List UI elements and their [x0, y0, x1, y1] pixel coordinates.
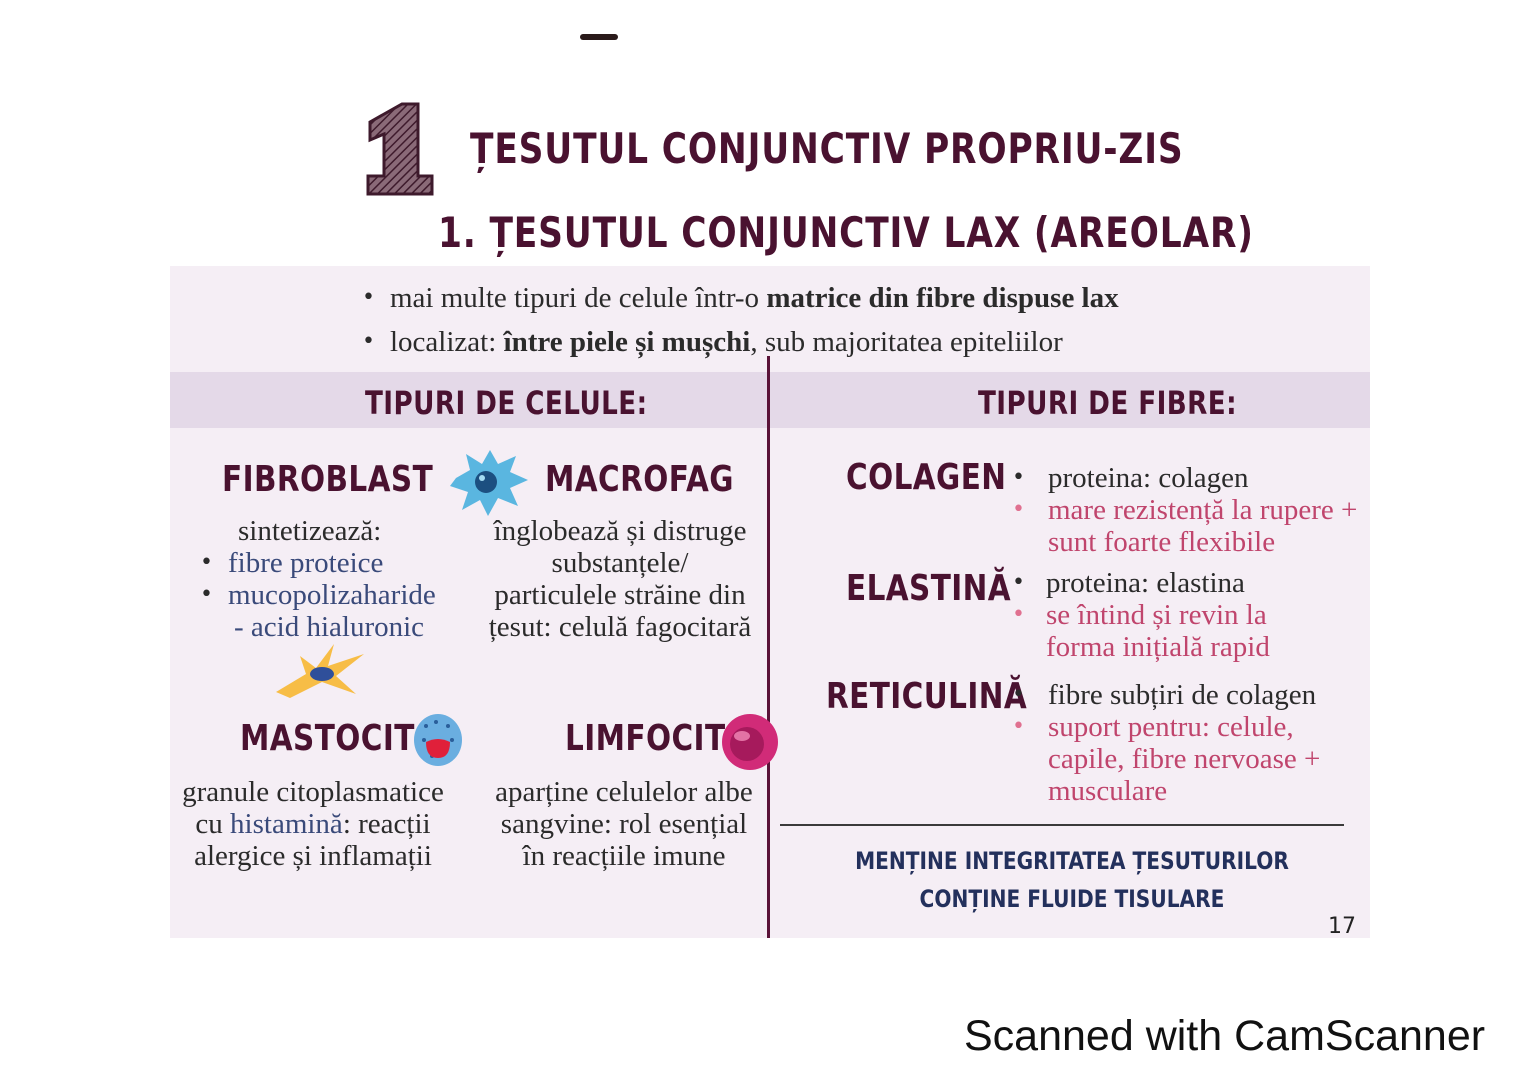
lymphocyte-desc-line: sangvine: rol esențial	[500, 808, 748, 840]
mastocyte-desc-text: : reacții	[342, 808, 431, 840]
column-header-band	[170, 372, 1370, 428]
macrophage-icon	[446, 448, 530, 520]
reticulin-point-2: suport pentru: celule, capile, fibre ner…	[1012, 711, 1362, 807]
section-number: 1	[362, 98, 442, 198]
collagen-point-2-line: mare rezistență la rupere +	[1048, 494, 1358, 526]
mastocyte-histamine: histamină	[230, 808, 343, 840]
cells-heading: TIPURI DE CELULE:	[365, 384, 648, 422]
mastocyte-title: MASTOCIT	[240, 718, 415, 759]
fibroblast-cell-illustration	[270, 640, 370, 700]
collagen-point-1-text: proteina: colagen	[1048, 462, 1249, 494]
mastocyte-desc-text: cu	[195, 808, 231, 840]
lymphocyte-desc: aparține celulelor albe sangvine: rol es…	[490, 776, 758, 872]
lymphocyte-icon	[720, 712, 780, 772]
intro-bullet-2-rest: , sub majoritatea epiteliilor	[750, 326, 1063, 358]
column-divider	[767, 356, 770, 938]
elastin-points: proteina: elastina se întind și revin la…	[1012, 567, 1362, 663]
page-title: ȚESUTUL CONJUNCTIV PROPRIU-ZIS	[470, 124, 1184, 173]
summary-text: MENȚINE INTEGRITATEA ȚESUTURILOR CONȚINE…	[780, 842, 1364, 918]
fibroblast-title: FIBROBLAST	[222, 459, 434, 500]
intro-bullet-1-text: mai multe tipuri de celule într-o	[390, 282, 767, 314]
macrophage-title: MACROFAG	[545, 459, 734, 500]
collagen-points: proteina: colagen mare rezistență la rup…	[1012, 462, 1362, 558]
intro-bullet-2-bold: între piele și mușchi	[503, 326, 751, 358]
reticulin-point-2-line: suport pentru: celule,	[1048, 711, 1294, 743]
reticulin-point-1-text: fibre subțiri de colagen	[1048, 679, 1317, 711]
summary-line: MENȚINE INTEGRITATEA ȚESUTURILOR	[855, 847, 1289, 875]
reticulin-point-2-line: musculare	[1048, 775, 1168, 807]
intro-bullet-2-text: localizat:	[390, 326, 504, 358]
fibroblast-item-text: mucopolizaharide	[228, 579, 436, 611]
reticulin-point-1: fibre subțiri de colagen	[1012, 679, 1362, 711]
collagen-point-2: mare rezistență la rupere + sunt foarte …	[1012, 494, 1362, 558]
elastin-point-2-line: forma inițială rapid	[1046, 631, 1270, 663]
summary-divider	[780, 824, 1344, 826]
fibroblast-extra: - acid hialuronic	[234, 611, 425, 643]
mastocyte-desc-line: granule citoplasmatice	[182, 776, 444, 808]
elastin-point-1-text: proteina: elastina	[1046, 567, 1245, 599]
fibroblast-item-text: fibre proteice	[228, 547, 384, 579]
fibroblast-item: mucopolizaharide	[200, 579, 460, 611]
page-number: 17	[1328, 914, 1356, 939]
collagen-point-2-line: sunt foarte flexibile	[1048, 526, 1276, 558]
reticulin-points: fibre subțiri de colagen suport pentru: …	[1012, 679, 1362, 807]
reticulin-point-2-line: capile, fibre nervoase +	[1048, 743, 1321, 775]
macrophage-desc: înglobează și distruge substanțele/ part…	[478, 515, 762, 643]
intro-bullets: mai multe tipuri de celule într-o matric…	[362, 282, 1262, 358]
elastin-title: ELASTINĂ	[846, 568, 1012, 609]
elastin-point-1: proteina: elastina	[1012, 567, 1362, 599]
elastin-point-2: se întind și revin la forma inițială rap…	[1012, 599, 1362, 663]
lymphocyte-title: LIMFOCIT	[565, 718, 726, 759]
page-subtitle: 1. ȚESUTUL CONJUNCTIV LAX (AREOLAR)	[438, 208, 1254, 257]
mastocyte-desc: granule citoplasmatice cu histamină: rea…	[178, 776, 448, 872]
fibroblast-intro: sintetizează:	[238, 515, 382, 547]
mastocyte-icon	[412, 712, 464, 768]
summary-line: CONȚINE FLUIDE TISULARE	[919, 885, 1225, 913]
macrophage-desc-line: țesut: celulă fagocitară	[488, 611, 752, 643]
elastin-point-2-line: se întind și revin la	[1046, 599, 1267, 631]
mastocyte-desc-line: alergice și inflamații	[194, 840, 432, 872]
intro-bullet-1: mai multe tipuri de celule într-o matric…	[362, 282, 1262, 314]
collagen-point-1: proteina: colagen	[1012, 462, 1362, 494]
fibers-heading: TIPURI DE FIBRE:	[978, 384, 1238, 422]
macrophage-desc-line: substanțele/	[551, 547, 689, 579]
intro-bullet-2: localizat: între piele și mușchi, sub ma…	[362, 326, 1262, 358]
fibroblast-list: fibre proteice mucopolizaharide - acid h…	[200, 547, 460, 643]
intro-bullet-1-bold: matrice din fibre dispuse lax	[766, 282, 1119, 314]
collagen-title: COLAGEN	[846, 457, 1007, 498]
macrophage-desc-line: înglobează și distruge	[493, 515, 747, 547]
reticulin-title: RETICULINĂ	[826, 676, 1028, 717]
scanner-watermark: Scanned with CamScanner	[964, 1012, 1486, 1060]
scan-mark	[580, 34, 618, 40]
macrophage-desc-line: particulele străine din	[494, 579, 746, 611]
lymphocyte-desc-line: în reacțiile imune	[522, 840, 726, 872]
lymphocyte-desc-line: aparține celulelor albe	[495, 776, 753, 808]
mastocyte-desc-line: cu histamină: reacții	[178, 808, 448, 840]
section-number-graphic	[366, 102, 434, 196]
fibroblast-item: fibre proteice	[200, 547, 460, 579]
